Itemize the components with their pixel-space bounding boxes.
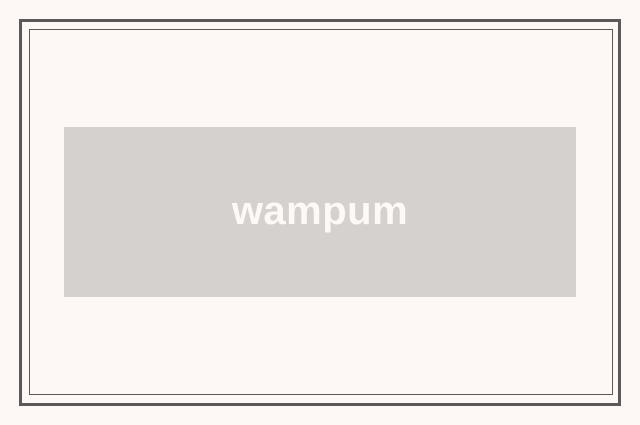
- placeholder-label: wampum: [231, 189, 409, 233]
- image-placeholder: wampum: [64, 127, 576, 297]
